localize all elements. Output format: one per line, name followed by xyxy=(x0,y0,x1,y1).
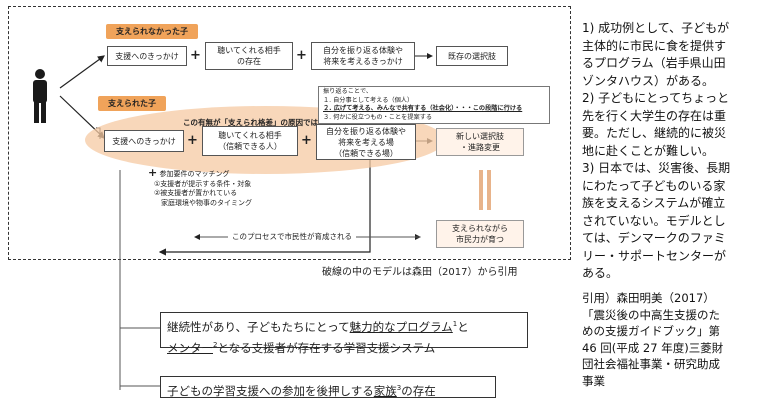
arrow-to-top xyxy=(59,55,105,89)
supported-tag: 支えられた子 xyxy=(98,96,166,111)
plus-icon: + xyxy=(296,48,307,63)
mid-box-new-options: 新しい選択肢 ・進路変更 xyxy=(436,128,524,156)
model-caption: 破線の中のモデルは森田（2017）から引用 xyxy=(322,267,518,278)
top-box-listener: 聴いてくれる相手 の存在 xyxy=(205,42,293,70)
matching-requirements: + 参加要件のマッチング ①支援者が提示する条件・対象 ②被支援者が置かれている… xyxy=(148,166,252,207)
reflection-note: 振り返ることで、 １. 自分事として考える（個人） ２. 広げて考える、みんなで… xyxy=(318,86,550,124)
top-box-existing-options: 既存の選択肢 xyxy=(436,46,508,66)
model-region xyxy=(8,6,571,260)
plus-icon: + xyxy=(187,133,198,148)
unsupported-tag: 支えられなかった子 xyxy=(106,24,198,39)
person-icon xyxy=(33,69,47,123)
footnotes: 1) 成功例として、子どもが主体的に市民に食を提供するプログラム（岩手県山田 ゾ… xyxy=(582,21,731,280)
plus-icon: + xyxy=(301,133,312,148)
plus-icon: + xyxy=(190,48,201,63)
family-support-box: 子どもの学習支援への参加を後押しする家族3の存在 xyxy=(160,376,496,398)
top-box-reflection: 自分を振り返る体験や 将来を考えるきっかけ xyxy=(311,42,415,70)
mid-box-listener: 聴いてくれる相手 （信頼できる人） xyxy=(202,126,298,156)
learning-support-system-box: 継続性があり、子どもたちにとって魅力的なプログラム1と メンター2となる支援者が… xyxy=(160,312,528,355)
citation: 引用）森田明美（2017）「震災後の中高生支援のための支援ガイドブック」第 46… xyxy=(582,291,724,388)
top-box-trigger: 支援へのきっかけ xyxy=(107,46,187,66)
mid-box-reflection: 自分を振り返る体験や 将来を考える場 （信頼できる場） xyxy=(316,124,416,160)
process-label: このプロセスで市民性が育成される xyxy=(228,232,356,242)
outcome-box: 支えられながら 市民力が育つ xyxy=(436,220,524,248)
question-label: この有無が「支えられ格差」の原因では？ xyxy=(183,118,326,127)
mid-box-trigger: 支援へのきっかけ xyxy=(104,130,184,152)
